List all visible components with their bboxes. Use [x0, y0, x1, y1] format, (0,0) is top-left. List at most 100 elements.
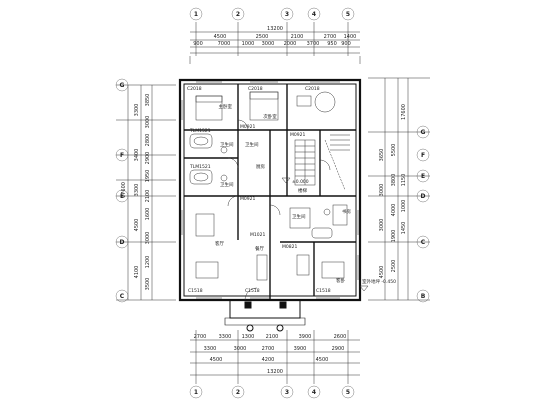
bottom-dim: 2700	[194, 334, 207, 340]
window-tag: C1518	[188, 288, 203, 294]
right-dim: 4500	[379, 266, 385, 279]
stair	[294, 134, 350, 191]
left-dim: 2900	[145, 152, 151, 165]
right-dim: 3800	[391, 174, 397, 187]
axis-label: 3	[285, 11, 289, 18]
exterior-walls	[178, 78, 362, 326]
room-label: 书房	[342, 208, 351, 215]
room-label: 主卧室	[219, 103, 233, 110]
door-tag: M0921	[240, 196, 255, 202]
window-tag: C2018	[305, 86, 320, 92]
right-dim: 3650	[379, 149, 385, 162]
axis-label: 1	[194, 389, 198, 396]
top-overall-dim: 13200	[267, 26, 283, 32]
room-label: 次卧室	[263, 113, 277, 120]
bottom-dimensions: 2700 3300 1300 2100 3900 2600 3300 3000 …	[189, 330, 360, 399]
axis-label: 5	[346, 389, 350, 396]
left-dim: 3300	[134, 104, 140, 117]
axis-label: E	[120, 193, 124, 200]
top-dim: 4500	[214, 34, 227, 40]
room-label: 厨房	[256, 163, 265, 170]
bottom-dim: 3900	[294, 346, 307, 352]
level-mark: ±0.000	[292, 179, 309, 185]
level-note: 室外地坪 -0.450	[362, 278, 396, 285]
window-tag: TLM1521	[189, 164, 211, 170]
door-tag: M0921	[290, 132, 305, 138]
room-label: 卫生间	[220, 141, 234, 148]
axis-label: D	[421, 193, 426, 200]
axis-label: 2	[236, 11, 240, 18]
axis-label: G	[120, 82, 125, 89]
left-dim: 1600	[145, 208, 151, 221]
axis-label: F	[120, 152, 124, 159]
left-dim: 3500	[145, 278, 151, 291]
room-label: 卫生间	[220, 181, 234, 188]
room-label: 客卧	[336, 277, 345, 284]
window-tag: C2018	[248, 86, 263, 92]
top-dim: 1000	[242, 41, 255, 47]
door-swings	[227, 119, 331, 301]
top-dim: 3000	[262, 41, 275, 47]
axis-label: 5	[346, 11, 350, 18]
furniture	[189, 91, 348, 281]
right-dim: 5500	[391, 144, 397, 157]
axis-label: G	[421, 129, 426, 136]
right-dimensions: 17600 3650 3000 3000 4500 5500 3800 4000…	[368, 77, 430, 303]
room-label: 餐厅	[255, 245, 264, 252]
window-tag: C1518	[316, 288, 331, 294]
left-dimensions: 17600 3300 3400 3300 4500 4100 3850 3000…	[115, 78, 176, 303]
top-dim: 950	[327, 41, 337, 47]
axis-label: 4	[312, 11, 316, 18]
axis-label: E	[421, 173, 425, 180]
bottom-dim: 2600	[334, 334, 347, 340]
room-label: 卫生间	[245, 141, 259, 148]
top-dim: 1400	[344, 34, 357, 40]
right-dim: 3000	[379, 184, 385, 197]
entrance-columns	[244, 301, 287, 332]
bottom-dim: 4500	[316, 357, 329, 363]
level-marks: ±0.000 室外地坪 -0.450	[281, 177, 396, 292]
top-dim: 900	[193, 41, 203, 47]
bottom-dim: 2900	[332, 346, 345, 352]
room-label: 客厅	[215, 240, 224, 247]
window-tag: C2018	[187, 86, 202, 92]
door-tag: M0821	[282, 244, 297, 250]
bottom-dim: 3300	[219, 334, 232, 340]
left-dim: 3300	[134, 184, 140, 197]
right-dim: 2500	[391, 260, 397, 273]
right-overall-dim: 17600	[401, 104, 407, 120]
left-dim: 1200	[145, 256, 151, 269]
door-tag: M0921	[240, 124, 255, 130]
window-tag: TLM1521	[189, 128, 211, 134]
axis-label: C	[120, 293, 125, 300]
bottom-dim: 4200	[262, 357, 275, 363]
bottom-dim: 2100	[266, 334, 279, 340]
bottom-dim: 3900	[299, 334, 312, 340]
right-dim: 3000	[379, 219, 385, 232]
right-dim: 4000	[391, 204, 397, 217]
left-dim: 3000	[145, 116, 151, 129]
bottom-dim: 1300	[242, 334, 255, 340]
right-dim: 1150	[401, 174, 407, 187]
top-dim: 2700	[324, 34, 337, 40]
bottom-overall-dim: 13200	[267, 369, 283, 375]
top-dim: 2100	[291, 34, 304, 40]
bottom-dim: 2700	[262, 346, 275, 352]
left-dim: 2800	[145, 134, 151, 147]
right-dim: 1450	[401, 222, 407, 235]
axis-label: 3	[285, 389, 289, 396]
interior-walls	[184, 84, 356, 300]
windows	[181, 81, 359, 299]
axis-label: D	[120, 239, 125, 246]
room-label: 楼梯	[298, 187, 307, 194]
top-dim: 900	[341, 41, 351, 47]
left-dim: 3000	[145, 232, 151, 245]
left-dim: 4500	[134, 219, 140, 232]
room-label: 卫生间	[292, 213, 306, 220]
axis-label: F	[421, 152, 425, 159]
bottom-dim: 3000	[234, 346, 247, 352]
door-tag: M1021	[250, 232, 265, 238]
axis-label: C	[421, 239, 426, 246]
window-door-tags: C1518 C1518 C1518 C2018 C2018 C2018 TLM1…	[187, 86, 331, 294]
left-dim: 3850	[145, 94, 151, 107]
